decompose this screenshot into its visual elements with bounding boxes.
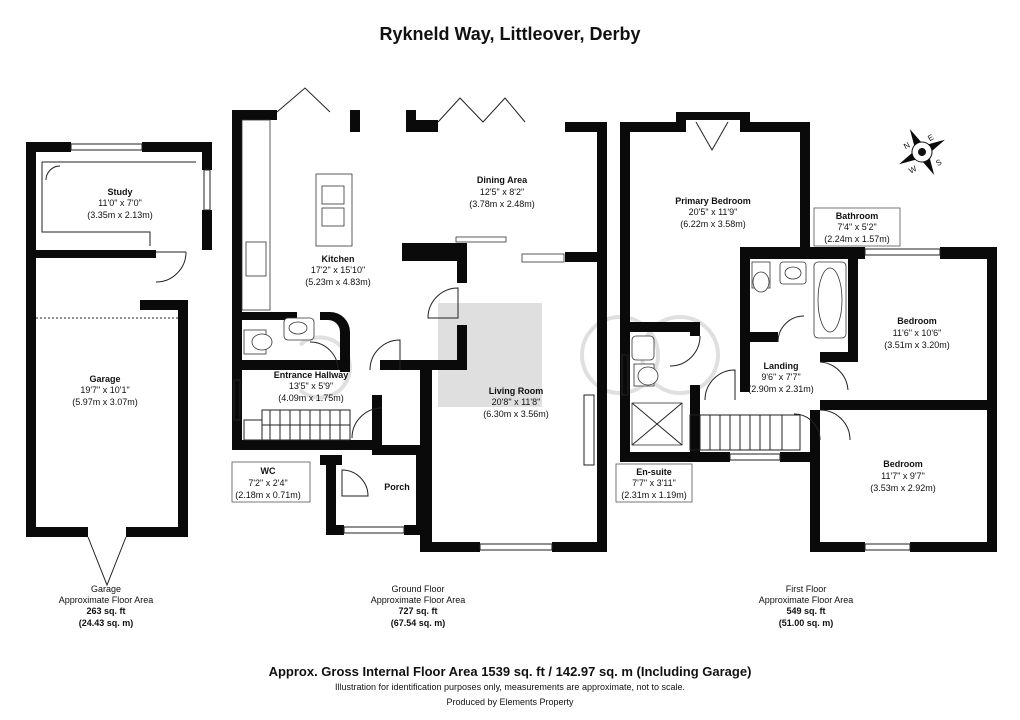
room-imperial: 9'6" x 7'7" [761,372,800,382]
room-imperial: 11'6" x 10'6" [893,328,942,338]
room-metric: (3.35m x 2.13m) [87,210,153,220]
floor-name: Ground Floor [391,584,444,594]
room-label-living: Living Room 20'8" x 11'8" (6.30m x 3.56m… [483,386,549,419]
floor-area-label: Approximate Floor Area [59,595,154,605]
floor-area-sqm: (67.54 sq. m) [391,618,446,628]
floor-area-sqft: 549 sq. ft [786,606,825,616]
ground-floor-windows [233,87,595,551]
room-label-hallway: Entrance Hallway 13'5" x 5'9" (4.09m x 1… [274,370,349,403]
room-name: Primary Bedroom [675,196,751,206]
first-floor-doors [669,315,851,441]
room-name: Dining Area [477,175,528,185]
compass-south-label: S [934,158,943,168]
room-name: Living Room [489,386,544,396]
room-name: Entrance Hallway [274,370,349,380]
room-metric: (4.09m x 1.75m) [278,393,344,403]
room-imperial: 11'7" x 9'7" [881,471,925,481]
floor-area-first: First Floor Approximate Floor Area 549 s… [759,584,854,628]
floor-area-ground: Ground Floor Approximate Floor Area 727 … [371,584,466,628]
first-floor-walls [620,112,997,552]
room-metric: (2.31m x 1.19m) [621,490,687,500]
bathroom-fixtures [751,261,847,339]
room-name: Bedroom [897,316,937,326]
room-label-bedroom-2: Bedroom 11'6" x 10'6" (3.51m x 3.20m) [884,316,950,350]
room-metric: (2.18m x 0.71m) [235,490,301,500]
room-name: Study [107,187,132,197]
room-label-garage: Garage 19'7" x 10'1" (5.97m x 3.07m) [72,374,138,407]
room-name: Landing [764,361,799,371]
room-metric: (6.22m x 3.58m) [680,219,746,229]
first-floor-stairs [689,414,801,451]
room-imperial: 19'7" x 10'1" [80,385,129,395]
compass [899,129,945,175]
room-name: Bedroom [883,459,923,469]
floor-name: First Floor [786,584,827,594]
ground-floor-stairs [243,409,351,441]
room-name: Kitchen [321,254,354,264]
study-desk [41,161,196,246]
floor-area-sqm: (51.00 sq. m) [779,618,834,628]
room-name: Garage [89,374,120,384]
first-floor-windows [621,121,941,551]
room-name: En-suite [636,467,672,477]
kitchen-fixtures [241,119,565,311]
room-imperial: 11'0" x 7'0" [98,198,142,208]
room-imperial: 13'5" x 5'9" [289,381,333,391]
garage-doors [36,251,187,587]
room-imperial: 20'8" x 11'8" [492,397,541,407]
room-imperial: 17'2" x 15'10" [311,265,365,275]
room-metric: (2.90m x 2.31m) [748,384,814,394]
ground-floor-walls [232,110,607,552]
room-imperial: 7'2" x 2'4" [248,478,287,488]
room-label-dining: Dining Area 12'5" x 8'2" (3.78m x 2.48m) [469,175,535,209]
room-metric: (5.97m x 3.07m) [72,397,138,407]
floor-area-sqft: 263 sq. ft [86,606,125,616]
room-name: Bathroom [836,211,879,221]
disclaimer: Illustration for identification purposes… [334,682,685,692]
room-label-wc: WC 7'2" x 2'4" (2.18m x 0.71m) [231,461,311,503]
room-imperial: 20'5" x 11'9" [689,207,738,217]
compass-west-label: W [907,164,918,176]
floor-area-sqft: 727 sq. ft [398,606,437,616]
floor-area-label: Approximate Floor Area [759,595,854,605]
room-metric: (2.24m x 1.57m) [824,234,890,244]
floor-area-label: Approximate Floor Area [371,595,466,605]
floor-area-sqm: (24.43 sq. m) [79,618,134,628]
gross-floor-area: Approx. Gross Internal Floor Area 1539 s… [268,664,752,679]
room-label-bathroom: Bathroom 7'4" x 5'2" (2.24m x 1.57m) [813,207,901,247]
floor-name: Garage [91,584,121,594]
wc-fixtures [243,317,315,355]
room-label-ensuite: En-suite 7'7" x 3'11" (2.31m x 1.19m) [615,463,693,503]
room-name: WC [261,466,276,476]
room-metric: (3.78m x 2.48m) [469,199,535,209]
room-metric: (6.30m x 3.56m) [483,409,549,419]
compass-north-label: N [902,140,912,151]
producer-credit: Produced by Elements Property [446,697,574,707]
room-name: Porch [384,482,410,492]
room-metric: (5.23m x 4.83m) [305,277,371,287]
room-imperial: 7'4" x 5'2" [837,222,876,232]
floor-area-garage: Garage Approximate Floor Area 263 sq. ft… [59,584,154,628]
ground-floor-doors [309,287,459,497]
room-label-landing: Landing 9'6" x 7'7" (2.90m x 2.31m) [748,361,814,394]
plan-title: Rykneld Way, Littleover, Derby [379,24,641,44]
room-label-study: Study 11'0" x 7'0" (3.35m x 2.13m) [87,187,153,220]
room-label-kitchen: Kitchen 17'2" x 15'10" (5.23m x 4.83m) [305,254,371,287]
room-imperial: 7'7" x 3'11" [632,478,676,488]
room-imperial: 12'5" x 8'2" [480,187,524,197]
room-metric: (3.51m x 3.20m) [884,340,950,350]
room-label-porch: Porch [384,482,410,492]
ensuite-fixtures [631,335,683,446]
room-label-bedroom-3: Bedroom 11'7" x 9'7" (3.53m x 2.92m) [870,459,936,493]
room-metric: (3.53m x 2.92m) [870,483,936,493]
room-label-primary-bedroom: Primary Bedroom 20'5" x 11'9" (6.22m x 3… [675,196,751,229]
garage-floor-walls [26,142,212,537]
compass-east-label: E [926,133,935,143]
